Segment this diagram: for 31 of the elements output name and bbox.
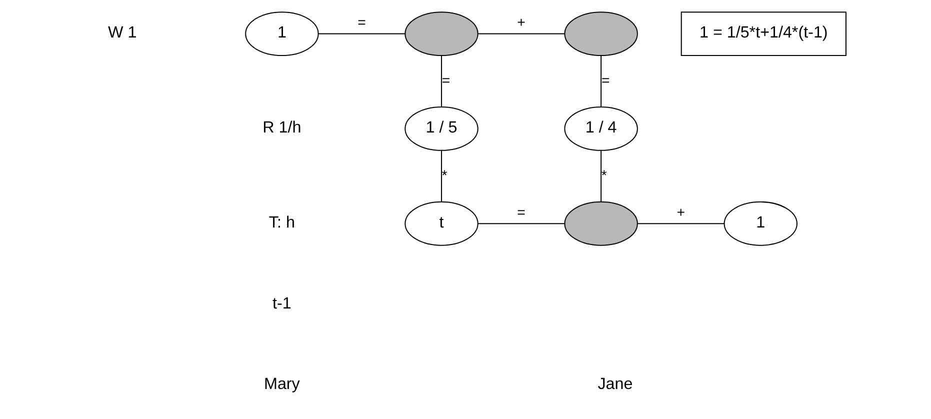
node-ellipse [404, 12, 478, 56]
connector [600, 56, 602, 107]
edge-label: * [441, 166, 447, 183]
label: Mary [264, 375, 300, 394]
node-ellipse: 1 [723, 201, 797, 246]
node-ellipse: t [404, 201, 478, 246]
label: T: h [268, 213, 294, 232]
edge-label: = [600, 72, 610, 88]
label: W 1 [108, 24, 136, 42]
node-ellipse: 1 [244, 12, 318, 56]
node-ellipse [564, 12, 638, 56]
label: t-1 [272, 294, 291, 312]
edge-label: = [516, 204, 525, 220]
node-ellipse [564, 201, 638, 246]
node-box: 1 = 1/5*t+1/4*(t-1) [680, 12, 846, 56]
edge-label: + [516, 14, 525, 30]
node-ellipse: 1 / 5 [404, 106, 478, 151]
edge-label: = [441, 72, 450, 88]
connector [318, 33, 405, 34]
edge-label: + [676, 204, 684, 220]
connector [478, 223, 564, 224]
edge-label: * [600, 166, 606, 183]
edge-label: = [357, 14, 366, 30]
node-ellipse: 1 / 4 [564, 106, 638, 151]
label: R 1/h [262, 118, 301, 137]
connector [637, 223, 724, 224]
connector [440, 150, 442, 202]
connector [440, 56, 442, 107]
connector [600, 150, 602, 202]
label: Jane [597, 375, 632, 394]
connector [478, 33, 564, 34]
